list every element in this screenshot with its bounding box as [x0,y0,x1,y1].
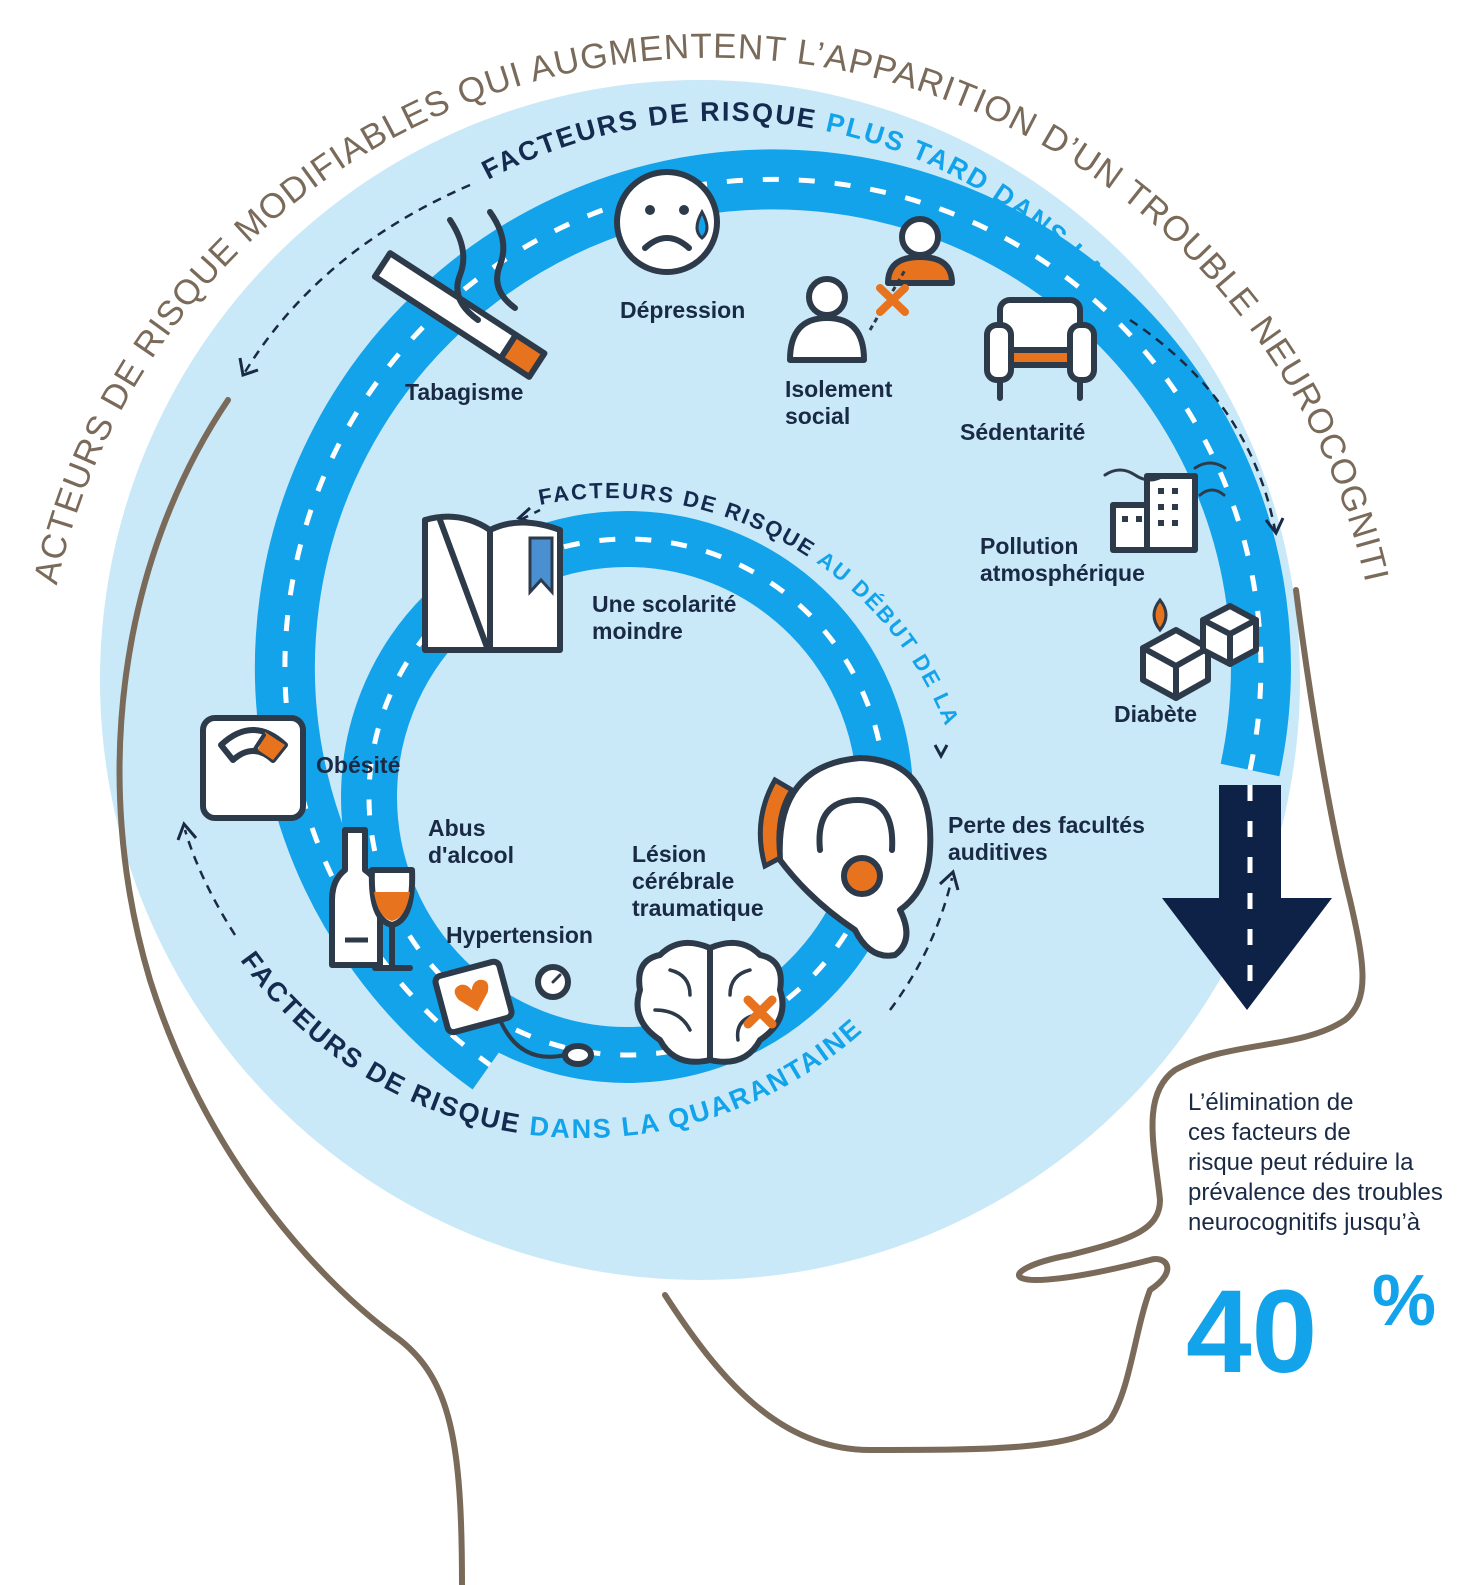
open-book-icon [422,513,563,653]
sugar-cubes-icon [1140,597,1259,701]
label-obesity: Obésité [316,752,400,778]
claim-text: L’élimination de ces facteurs de risque … [1188,1089,1450,1236]
percent-sign: % [1372,1261,1436,1341]
social-isolation-icon [787,216,955,363]
blood-pressure-icon [432,958,594,1067]
armchair-icon [984,297,1097,401]
label-diabetes: Diabète [1114,701,1197,727]
label-smoking: Tabagisme [405,379,523,405]
percent-value: 40 [1186,1266,1317,1398]
arrowheads [176,357,1285,891]
hearing-aid-ear-icon [757,755,934,959]
factory-pollution-icon [1103,461,1227,553]
label-hypertension: Hypertension [446,922,593,948]
exit-arrow-shaft [1219,785,1281,905]
outer-track-dashes [282,176,1264,1068]
sad-face-icon [614,169,720,275]
label-depression: Dépression [620,297,745,323]
brain-icon [634,939,786,1065]
label-sedentarity: Sédentarité [960,419,1085,445]
head-outline [116,397,1366,1585]
cigarette-icon [371,209,548,380]
exit-arrow-head [1162,898,1332,1010]
wine-icon [329,827,416,971]
scale-icon [200,715,306,821]
